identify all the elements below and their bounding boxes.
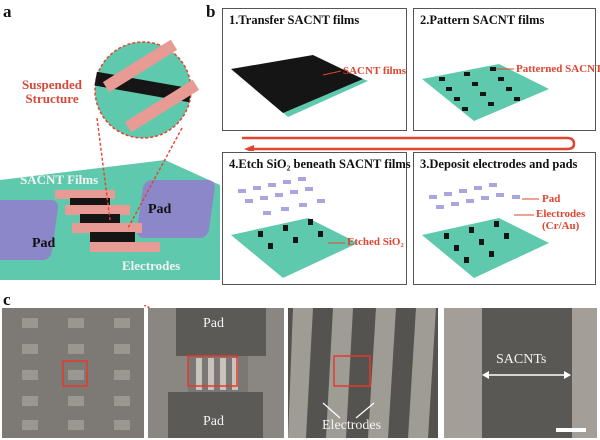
sem-electrodes-label: Electrodes: [322, 418, 382, 433]
panel-a-letter: a: [3, 2, 12, 21]
scale-bar: [556, 428, 586, 432]
film-3: [90, 232, 135, 244]
electrode-right: [572, 308, 597, 438]
callout-line-2: Structure: [25, 91, 79, 106]
circle-electrode-2: [124, 79, 200, 133]
step-3-title: 3.Deposit electrodes and pads: [420, 157, 578, 171]
step-3-pads: [429, 183, 520, 209]
suspended-structure-label: Suspended Structure: [22, 78, 82, 106]
pad-right: [136, 180, 215, 238]
film-1: [70, 198, 110, 208]
pad-bottom: [168, 392, 263, 438]
step-4-box: 4.Etch SiO₂ beneath SACNT films Etched S…: [222, 152, 411, 285]
sem-sacnts-label: SACNTs: [496, 352, 547, 367]
zoom-line-left: [96, 117, 111, 221]
electrode-2: [65, 205, 130, 215]
process-arrow: [242, 136, 576, 151]
sem-pad-top-label: Pad: [203, 316, 224, 331]
step-2-patterns: [439, 67, 520, 111]
step-3-films: [444, 221, 509, 263]
electrode-1: [55, 190, 115, 199]
step-1-title: 1.Transfer SACNT films: [229, 13, 360, 27]
step-2-box: 2.Pattern SACNT films Patterned SACNTs: [413, 8, 600, 131]
device-schematic: [0, 39, 220, 280]
step-3-electrodes-annotation: Electrodes: [536, 208, 586, 220]
step-3-box: 3.Deposit electrodes and pads Pad Electr…: [413, 152, 596, 285]
zoom-line-right: [127, 127, 183, 229]
step-2-annotation: Patterned SACNTs: [516, 63, 600, 75]
film-2: [80, 214, 120, 224]
sem-pad-bottom-label: Pad: [203, 414, 224, 429]
electrode-strips: [288, 308, 436, 438]
circle-electrode-1: [102, 39, 178, 93]
pad-top: [176, 308, 266, 356]
panel-b-letter: b: [206, 2, 216, 21]
zoom-box-2: [187, 355, 238, 387]
step-3-pad-annotation: Pad: [542, 193, 561, 205]
sem-image-4: SACNTs: [444, 308, 597, 438]
callout-line-1: Suspended: [22, 77, 82, 92]
pad-right-label: Pad: [148, 202, 172, 217]
sacnt-films-label: SACNT Films: [20, 172, 99, 187]
sem-image-1: [2, 308, 144, 438]
electrode-4: [90, 242, 160, 252]
step-4-pads: [238, 177, 325, 215]
step-1-annotation: SACNT films: [343, 65, 407, 77]
pad-left: [0, 200, 59, 260]
zoom-box-3: [333, 355, 371, 387]
device-array: [22, 318, 130, 430]
step-4-substrate: [231, 218, 358, 278]
step-4-films: [258, 219, 323, 249]
step-3-material-annotation: (Cr/Au): [542, 220, 580, 232]
sem-image-2: Pad Pad: [148, 308, 284, 438]
step-1-film: [231, 55, 363, 113]
step-2-title: 2.Pattern SACNT films: [420, 13, 545, 27]
zoom-connector-1: [144, 305, 150, 309]
panel-c-letter: c: [3, 290, 11, 309]
step-3-substrate: [422, 218, 549, 278]
pad-left-label: Pad: [32, 236, 56, 251]
electrodes-label: Electrodes: [122, 258, 181, 273]
step-1-box: 1.Transfer SACNT films SACNT films: [222, 8, 407, 131]
sem-image-3: Electrodes: [288, 308, 438, 438]
electrode-3: [72, 223, 142, 233]
electrode-left: [444, 308, 482, 438]
step-4-title: 4.Etch SiO₂ beneath SACNT films: [229, 157, 411, 171]
step-4-annotation: Etched SiO₂: [347, 236, 404, 248]
zoom-box-1: [62, 360, 88, 387]
